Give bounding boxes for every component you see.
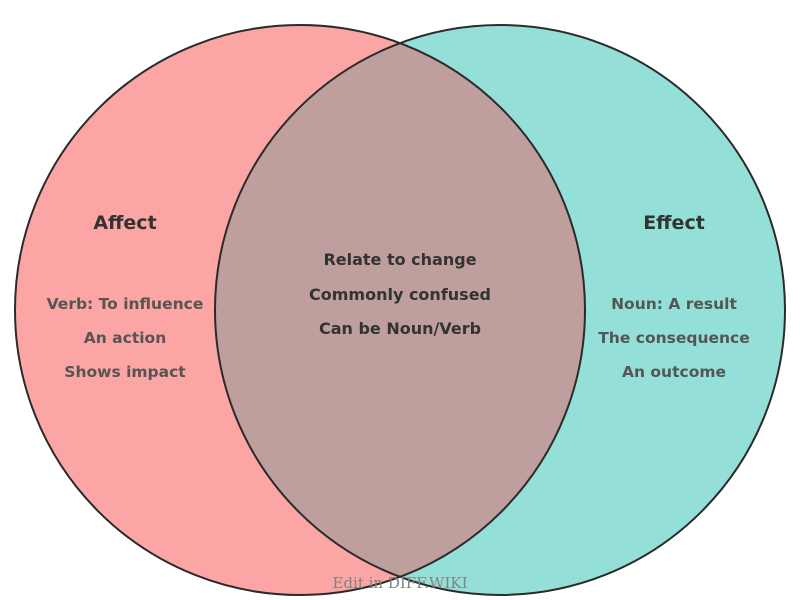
left-set-item: Shows impact <box>64 363 186 381</box>
right-set-item: Noun: A result <box>611 295 737 313</box>
right-set-title: Effect <box>643 212 705 234</box>
right-set-item: An outcome <box>622 363 726 381</box>
intersection-region[interactable] <box>215 25 785 595</box>
left-set-outline <box>14 24 586 596</box>
right-set-outline <box>214 24 786 596</box>
intersection-item: Relate to change <box>323 250 476 269</box>
right-set-item: The consequence <box>598 329 750 347</box>
left-set-title: Affect <box>93 212 156 234</box>
edit-link-footer[interactable]: Edit in DIFF.WIKI <box>332 574 467 592</box>
intersection-item: Commonly confused <box>309 285 491 304</box>
left-set-item: An action <box>84 329 166 347</box>
intersection-item: Can be Noun/Verb <box>319 319 481 338</box>
left-set-item: Verb: To influence <box>47 295 204 313</box>
